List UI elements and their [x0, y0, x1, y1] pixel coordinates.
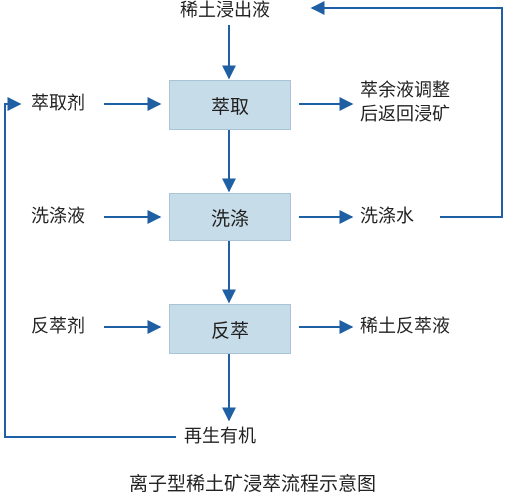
label-scrub-solution: 洗涤液 — [31, 206, 85, 227]
figure-caption: 离子型稀土矿浸萃流程示意图 — [128, 473, 376, 495]
label-wash-water: 洗涤水 — [360, 206, 414, 227]
arrow-organic-recycle — [4, 97, 176, 438]
node-regenerated-organic: 再生有机 — [184, 426, 256, 447]
label-extractant: 萃取剂 — [31, 93, 85, 114]
node-leachate: 稀土浸出液 — [180, 0, 270, 21]
arrow-washwater-recycle — [310, 0, 503, 218]
box-scrubbing: 洗涤 — [169, 193, 291, 241]
label-raffinate-line1: 萃余液调整 — [360, 80, 450, 101]
label-raffinate-line2: 后返回浸矿 — [360, 104, 450, 125]
label-product: 稀土反萃液 — [360, 316, 450, 337]
label-strip-agent: 反萃剂 — [31, 316, 85, 337]
box-stripping: 反萃 — [169, 304, 291, 354]
box-extraction: 萃取 — [169, 80, 291, 130]
